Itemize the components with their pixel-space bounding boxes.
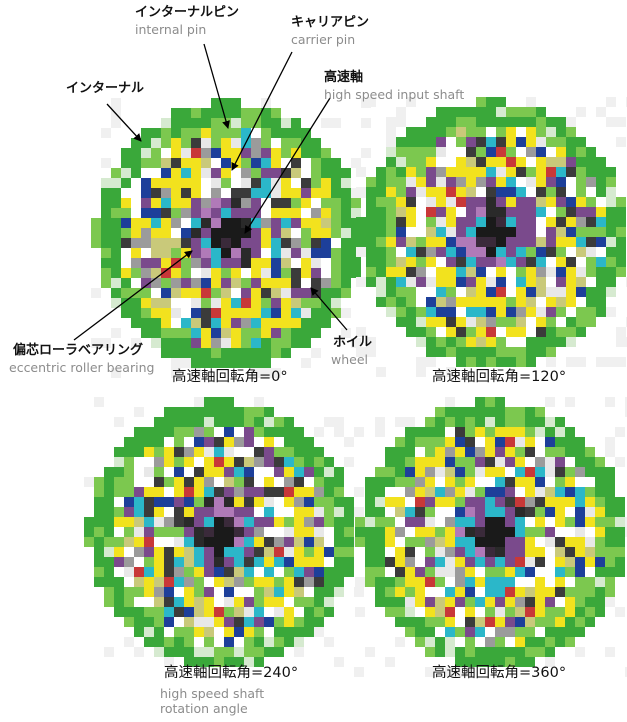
panel-caption-360: 高速軸回転角=360° xyxy=(432,665,567,681)
panel-caption-0: 高速軸回転角=0° xyxy=(172,369,288,385)
panel-caption-120: 高速軸回転角=120° xyxy=(432,369,567,385)
arrow-high-speed-shaft xyxy=(244,97,331,234)
wheel-label: ホイル xyxy=(333,335,373,350)
mechanism-360deg xyxy=(355,397,627,677)
internal-pin-label: インターナルピン xyxy=(135,5,240,20)
wheel-label-en: wheel xyxy=(331,352,368,367)
internal-label: インターナル xyxy=(66,81,145,96)
callout-arrows xyxy=(73,43,348,341)
roller-bearing-label: 偏芯ローラベアリング xyxy=(13,343,144,358)
arrow-internal-pin xyxy=(203,43,230,129)
carrier-pin-label: キャリアピン xyxy=(291,15,370,30)
internal-pin-label-en: internal pin xyxy=(135,22,207,37)
arrow-carrier-pin xyxy=(231,51,293,171)
arrow-internal xyxy=(106,103,142,142)
mechanism-120deg xyxy=(356,97,627,377)
high-speed-shaft-label: 高速軸 xyxy=(324,70,364,85)
arrow-wheel xyxy=(310,287,348,331)
mechanism-240deg xyxy=(84,397,364,677)
carrier-pin-label-en: carrier pin xyxy=(291,32,356,47)
roller-bearing-label-en: eccentric roller bearing xyxy=(9,360,155,375)
arrow-roller-bearing xyxy=(73,250,193,341)
mechanism-0deg xyxy=(91,98,371,378)
panel-caption-240-en: high speed shaft rotation angle xyxy=(160,686,265,716)
panel-caption-240: 高速軸回転角=240° xyxy=(164,665,299,681)
high-speed-shaft-label-en: high speed input shaft xyxy=(324,87,465,102)
